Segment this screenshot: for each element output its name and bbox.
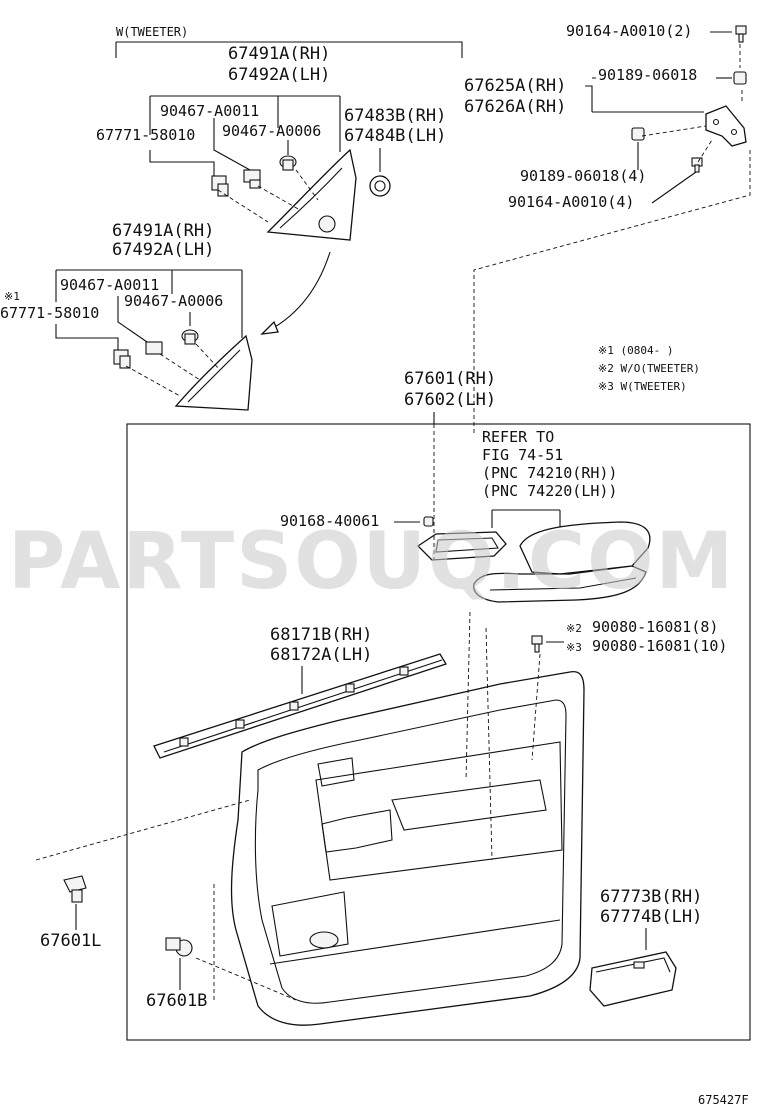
figure-id: 675427F — [698, 1093, 749, 1107]
label-clip-b: 67601B — [146, 991, 207, 1011]
label-screw-wo: 90080-16081(8) — [592, 618, 718, 636]
door-weatherstrip — [153, 653, 447, 759]
nut-b — [631, 127, 645, 141]
mark-1: ※1 — [4, 290, 20, 303]
label-tweeter-cover-upper-lh: 67492A(LH) — [228, 65, 330, 85]
label-clip-lower-b: 90467-A0006 — [124, 292, 223, 310]
label-panel-rh: 67601(RH) — [404, 369, 496, 389]
refer-line-2: FIG 74-51 — [482, 446, 563, 464]
legend-3: ※3 W(TWEETER) — [598, 380, 687, 393]
inner-handle-bezel — [416, 531, 507, 561]
label-bracket-rh: 67625A(RH) — [464, 76, 566, 96]
clip-lower-c — [113, 349, 131, 369]
refer-line-1: REFER TO — [482, 428, 554, 446]
clip-panel-l — [63, 875, 87, 903]
label-nut-a: 90189-06018 — [598, 66, 697, 84]
screw-trim — [531, 635, 543, 653]
label-tweeter-cover-lower-rh: 67491A(RH) — [112, 221, 214, 241]
clip-upper-b — [279, 155, 297, 171]
label-clip-upper-c: 67771-58010 — [96, 126, 195, 144]
clip-upper-c — [211, 175, 229, 197]
label-screw-top: 90164-A0010(2) — [566, 22, 692, 40]
panel-assembly-box — [126, 423, 751, 1041]
label-screw-handle: 90168-40061 — [280, 512, 379, 530]
door-pocket — [589, 951, 677, 1007]
dash-lower-parts — [125, 343, 221, 397]
label-screw-b: 90164-A0010(4) — [508, 193, 634, 211]
screw-b — [691, 157, 703, 173]
leader-screw-b — [651, 171, 697, 204]
label-pocket-lh: 67774B(LH) — [600, 907, 702, 927]
watermark: PARTSOUQ.COM — [8, 517, 735, 607]
leader-upper-group — [149, 95, 341, 152]
refer-line-4: (PNC 74220(LH)) — [482, 482, 617, 500]
screw-top — [735, 25, 747, 43]
label-bracket-lh: 67626A(RH) — [464, 97, 566, 117]
dash-panel-routing — [195, 424, 541, 1001]
label-screw-w: 90080-16081(10) — [592, 637, 727, 655]
label-panel-lh: 67602(LH) — [404, 390, 496, 410]
leader-bracket — [585, 77, 704, 113]
speaker-grille — [369, 175, 391, 197]
label-grille-lh: 67484B(LH) — [344, 126, 446, 146]
label-tweeter-cover-lower-lh: 67492A(LH) — [112, 240, 214, 260]
legend-2: ※2 W/O(TWEETER) — [598, 362, 700, 375]
label-weatherstrip-rh: 68171B(RH) — [270, 625, 372, 645]
clip-upper-a — [243, 169, 261, 189]
legend-1: ※1 (0804- ) — [598, 344, 673, 357]
label-clip-upper-a: 90467-A0011 — [160, 102, 259, 120]
mark-2: ※2 — [566, 622, 582, 635]
clip-lower-b — [181, 329, 199, 345]
w-tweeter-bracket — [115, 41, 463, 58]
bracket — [705, 105, 747, 147]
door-trim-panel — [230, 670, 585, 1026]
clip-panel-b — [165, 937, 193, 957]
w-tweeter-note: W(TWEETER) — [116, 25, 188, 39]
clip-lower-a — [145, 341, 163, 355]
label-nut-b: 90189-06018(4) — [520, 167, 646, 185]
mark-3: ※3 — [566, 641, 582, 654]
tweeter-cover-lower — [174, 334, 253, 411]
nut-a — [733, 71, 747, 85]
label-weatherstrip-lh: 68172A(LH) — [270, 645, 372, 665]
label-grille-rh: 67483B(RH) — [344, 106, 446, 126]
label-clip-upper-b: 90467-A0006 — [222, 122, 321, 140]
leader-upper-parts — [149, 118, 381, 178]
leader-lower-parts — [55, 296, 191, 350]
label-pocket-rh: 67773B(RH) — [600, 887, 702, 907]
label-clip-l: 67601L — [40, 931, 101, 951]
label-tweeter-cover-upper-rh: 67491A(RH) — [228, 44, 330, 64]
label-clip-lower-a: 90467-A0011 — [60, 276, 159, 294]
dash-upper-parts — [217, 169, 319, 223]
label-clip-lower-c: 67771-58010 — [0, 304, 99, 322]
speaker-grille-lower — [309, 931, 339, 949]
refer-line-3: (PNC 74210(RH)) — [482, 464, 617, 482]
armrest — [473, 521, 651, 603]
leader-lower-group — [55, 269, 243, 338]
dash-clip-l — [35, 799, 251, 861]
move-arrow-icon — [260, 251, 331, 335]
screw-handle — [423, 516, 434, 527]
